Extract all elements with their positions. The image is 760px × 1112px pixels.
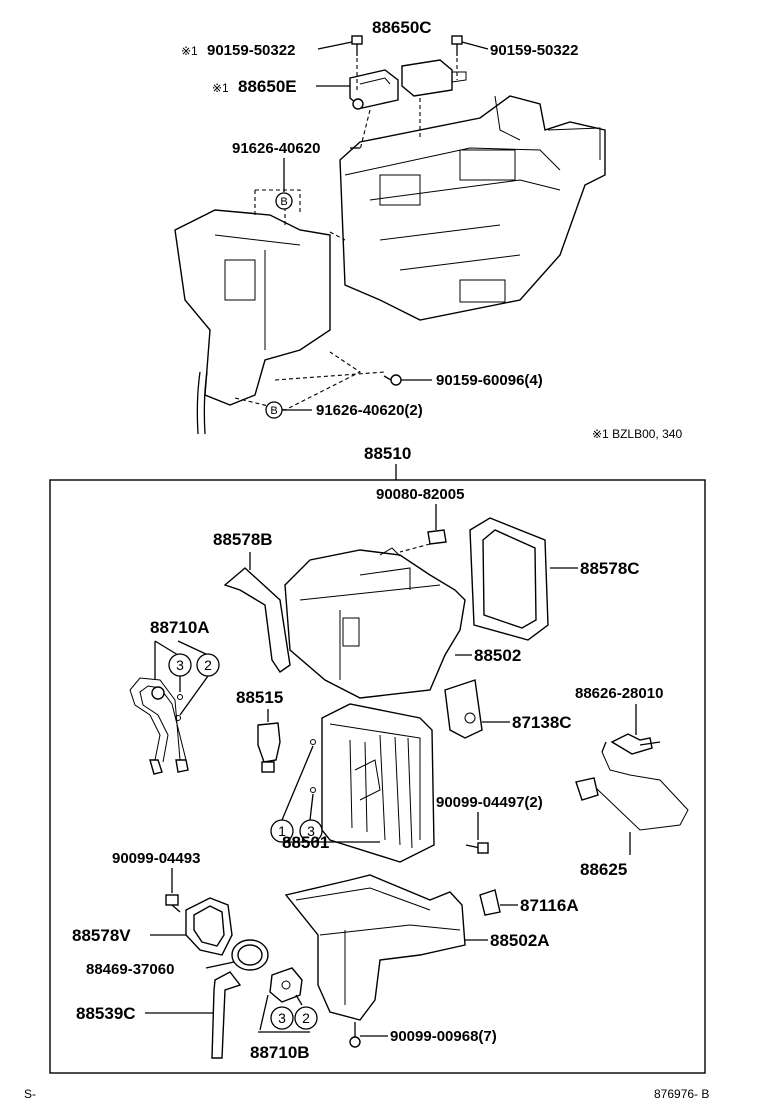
bolt-top-right xyxy=(451,35,463,56)
expansion-valve-88515 xyxy=(257,722,281,773)
label-90099-00968: 90099-00968(7) xyxy=(390,1028,497,1045)
label-90099-04493: 90099-04493 xyxy=(112,850,200,867)
label-88501: 88501 xyxy=(282,833,329,852)
svg-text:3: 3 xyxy=(176,657,184,673)
seal-88578V xyxy=(185,897,233,956)
evaporator-88501 xyxy=(321,703,435,863)
svg-text:2: 2 xyxy=(302,1010,310,1026)
label-90099-04497: 90099-04497(2) xyxy=(436,794,543,811)
label-87138C: 87138C xyxy=(512,713,572,732)
label-88626-28010: 88626-28010 xyxy=(575,685,663,702)
svg-text:3: 3 xyxy=(278,1010,286,1026)
label-88578C: 88578C xyxy=(580,559,640,578)
label-88515: 88515 xyxy=(236,688,283,707)
gasket-88578C xyxy=(469,517,549,641)
circle-index-2: 2 xyxy=(294,1006,318,1030)
label-note-mark: ※1 xyxy=(212,81,229,95)
label-88539C: 88539C xyxy=(76,1004,136,1023)
svg-text:B: B xyxy=(270,405,277,417)
case-88502 xyxy=(284,547,466,699)
screw-90099-00968 xyxy=(349,1022,361,1048)
thermistor-88625 xyxy=(575,741,689,831)
blower-unit-housing xyxy=(174,209,331,435)
svg-text:2: 2 xyxy=(204,657,212,673)
label-90080-82005: 90080-82005 xyxy=(376,486,464,503)
sensor-87138C xyxy=(444,679,483,739)
label-91626-40620: 91626-40620 xyxy=(232,140,320,157)
label-88578V: 88578V xyxy=(72,926,131,945)
label-87116A: 87116A xyxy=(520,896,579,915)
footnote-model-code: ※1 BZLB00, 340 xyxy=(592,427,682,441)
part-88650E xyxy=(349,69,399,110)
part-88650C xyxy=(401,59,467,97)
label-88710B: 88710B xyxy=(250,1043,310,1062)
circle-index-3: 3 xyxy=(270,1006,294,1030)
label-90159-50322-left: 90159-50322 xyxy=(207,42,295,59)
label-88625: 88625 xyxy=(580,860,627,879)
circle-b-bottom: B xyxy=(265,401,283,419)
label-90159-50322-right: 90159-50322 xyxy=(490,42,578,59)
label-88502A: 88502A xyxy=(490,931,550,950)
drawing-number: 876976- B xyxy=(654,1087,709,1101)
bolt-top-left xyxy=(351,35,363,56)
svg-text:3: 3 xyxy=(307,823,315,839)
clip-87116A xyxy=(479,889,501,916)
pipe-88710A xyxy=(129,677,189,775)
pipe-88710B xyxy=(211,967,303,1059)
label-90159-60096: 90159-60096(4) xyxy=(436,372,543,389)
clip-88626-28010 xyxy=(610,733,661,755)
corner-text-left: S- xyxy=(24,1087,36,1101)
label-88710A: 88710A xyxy=(150,618,210,637)
assembly-88510-frame xyxy=(49,479,706,1074)
gasket-88578B xyxy=(223,567,291,673)
label-91626-40620-2: 91626-40620(2) xyxy=(316,402,423,419)
circle-index-2: 2 xyxy=(196,653,220,677)
label-88510: 88510 xyxy=(364,444,411,463)
case-88502A xyxy=(284,874,466,1021)
clip-90080-82005 xyxy=(427,529,447,545)
bolt-90099-04497 xyxy=(465,842,489,854)
label-88502: 88502 xyxy=(474,646,521,665)
label-88469-37060: 88469-37060 xyxy=(86,961,174,978)
bolt-90099-04493 xyxy=(165,894,181,913)
circle-index-3: 3 xyxy=(168,653,192,677)
ring-88469-37060 xyxy=(231,939,269,971)
label-note-mark: ※1 xyxy=(181,44,198,58)
svg-text:B: B xyxy=(280,196,287,208)
bolt-90159-60096 xyxy=(383,374,402,386)
label-88578B: 88578B xyxy=(213,530,273,549)
label-88650C: 88650C xyxy=(372,18,432,37)
svg-text:1: 1 xyxy=(278,823,286,839)
label-88650E: 88650E xyxy=(238,77,297,96)
circle-b-top: B xyxy=(275,192,293,210)
heater-unit-housing xyxy=(339,95,606,321)
